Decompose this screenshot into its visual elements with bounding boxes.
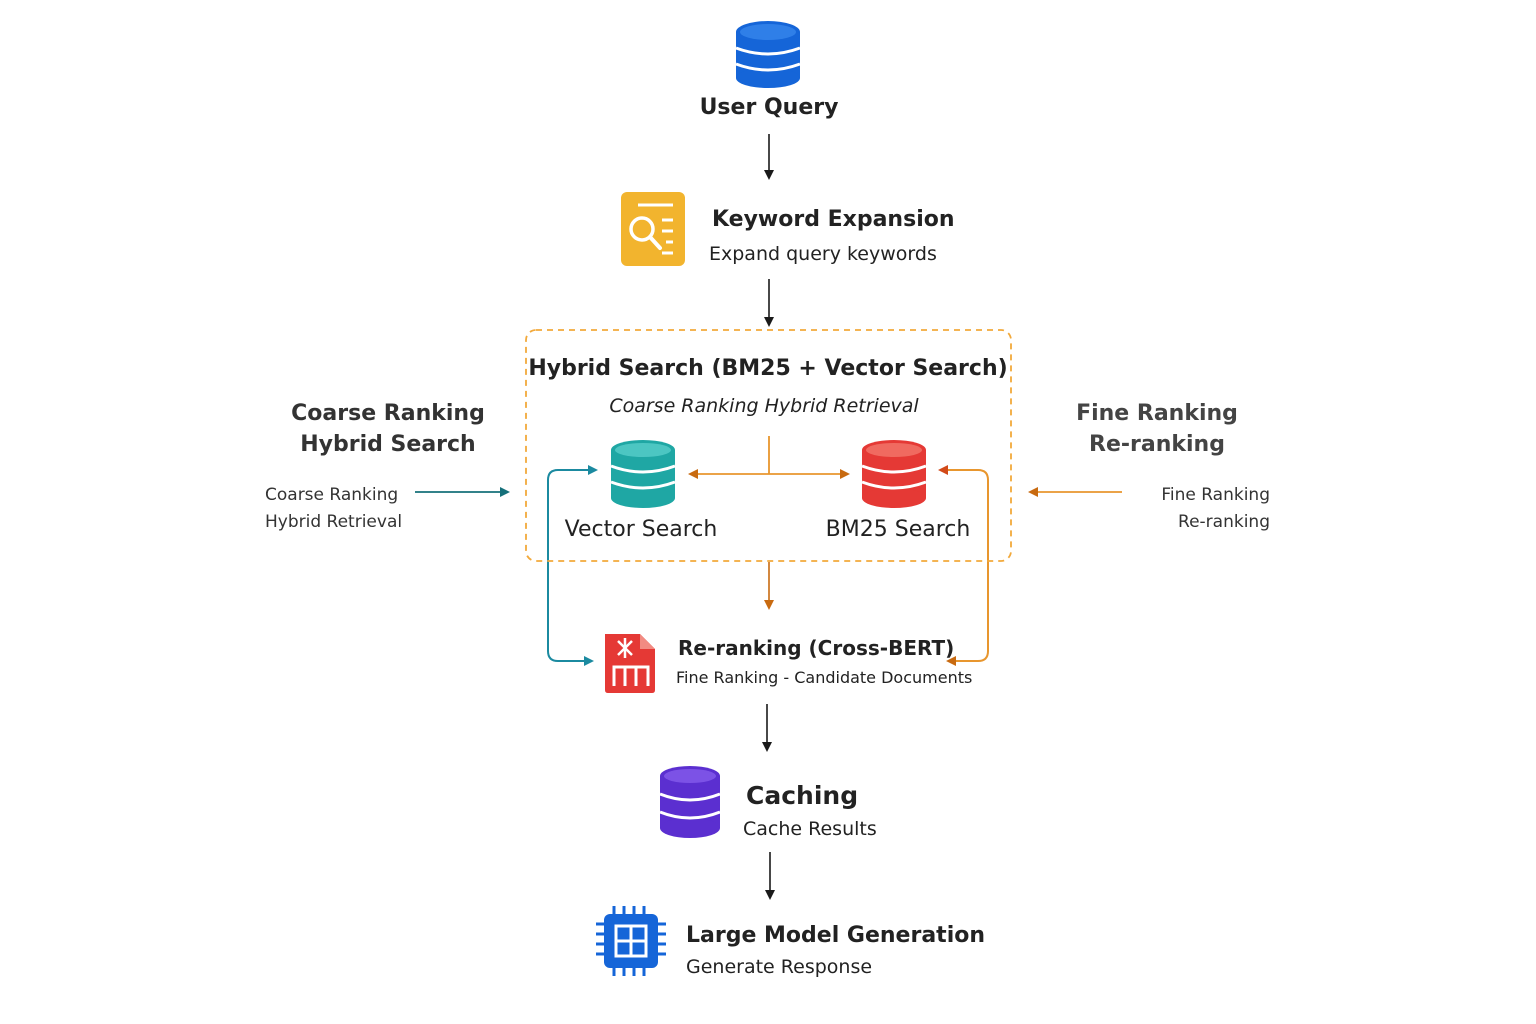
bm25-search-label: BM25 Search	[825, 517, 971, 542]
keyword-expansion-subtitle: Expand query keywords	[709, 243, 937, 265]
right-side-note-line2: Re-ranking	[1178, 512, 1270, 532]
orange-loop	[940, 469, 989, 662]
right-side-title-line2: Re-ranking	[1089, 432, 1225, 457]
hybrid-search-subtitle: Coarse Ranking Hybrid Retrieval	[609, 395, 919, 417]
hybrid-search-box	[525, 329, 1012, 562]
caching-subtitle: Cache Results	[743, 818, 877, 840]
teal-loop	[547, 469, 596, 662]
hybrid-search-title: Hybrid Search (BM25 + Vector Search)	[528, 356, 1008, 381]
generation-title: Large Model Generation	[686, 923, 986, 948]
orange-loop-head-top	[938, 465, 948, 475]
left-side-note: Coarse Ranking Hybrid Retrieval	[265, 482, 402, 536]
right-side-note: Fine Ranking Re-ranking	[1161, 482, 1270, 536]
orange-loop-head-bottom	[946, 656, 956, 666]
teal-loop-head-top	[588, 465, 598, 475]
keyword-expansion-title: Keyword Expansion	[712, 207, 955, 232]
right-side-title-line1: Fine Ranking	[1076, 401, 1238, 426]
teal-loop-head-bottom	[584, 656, 594, 666]
left-side-title: Coarse Ranking Hybrid Search	[291, 398, 485, 460]
right-side-note-line1: Fine Ranking	[1161, 485, 1270, 505]
generation-subtitle: Generate Response	[686, 956, 873, 978]
left-side-title-line1: Coarse Ranking	[291, 401, 485, 426]
reranking-subtitle: Fine Ranking - Candidate Documents	[676, 668, 973, 687]
left-side-note-line1: Coarse Ranking	[265, 485, 399, 505]
right-side-title: Fine Ranking Re-ranking	[1076, 398, 1238, 460]
left-side-title-line2: Hybrid Search	[300, 432, 476, 457]
reranking-title: Re-ranking (Cross-BERT)	[678, 636, 955, 660]
vector-search-label: Vector Search	[564, 517, 718, 542]
caching-title: Caching	[746, 781, 859, 810]
left-side-note-line2: Hybrid Retrieval	[265, 512, 403, 532]
user-query-title: User Query	[699, 95, 839, 120]
